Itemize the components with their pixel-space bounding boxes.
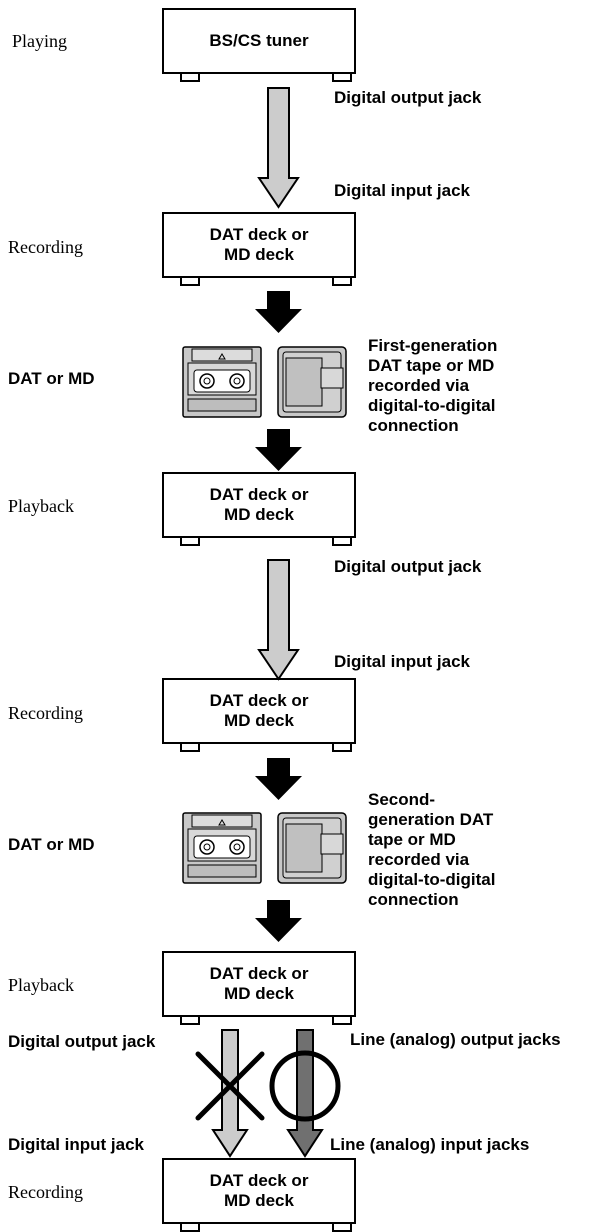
device-name-line2: MD deck	[224, 711, 294, 730]
jack-label-line-input: Line (analog) input jacks	[330, 1135, 530, 1154]
recording-deck-2: DAT deck or MD deck	[162, 678, 356, 744]
deck-foot	[180, 1224, 200, 1232]
deck-foot	[180, 744, 200, 752]
device-name-line2: MD deck	[224, 1191, 294, 1210]
note-line: generation DAT	[368, 810, 494, 829]
media-note-1: First-generation DAT tape or MD recorded…	[368, 336, 497, 436]
digital-arrow-2	[257, 559, 300, 681]
media-note-2: Second- generation DAT tape or MD record…	[368, 790, 495, 910]
deck-foot	[332, 74, 352, 82]
jack-label-digital-input-3: Digital input jack	[8, 1135, 145, 1154]
note-line: First-generation	[368, 336, 498, 355]
recording-deck-3: DAT deck or MD deck	[162, 1158, 356, 1224]
solid-arrow-down	[255, 900, 302, 942]
stage-label-recording-1: Recording	[8, 237, 83, 257]
device-name-line2: MD deck	[224, 505, 294, 524]
jack-label-digital-output-2: Digital output jack	[334, 557, 482, 576]
jack-label-digital-output-1: Digital output jack	[334, 88, 482, 107]
stage-label-playing: Playing	[12, 31, 68, 51]
device-name-line1: DAT deck or	[209, 225, 309, 244]
dat-cassette-icon	[182, 346, 262, 418]
solid-arrow-down	[255, 291, 302, 333]
device-name-line1: DAT deck or	[209, 485, 309, 504]
device-name-line1: DAT deck or	[209, 691, 309, 710]
note-line: recorded via	[368, 850, 470, 869]
note-line: connection	[368, 416, 459, 435]
deck-foot	[180, 538, 200, 546]
recording-deck-1: DAT deck or MD deck	[162, 212, 356, 278]
device-name-line2: MD deck	[224, 245, 294, 264]
device-name-line1: DAT deck or	[209, 1171, 309, 1190]
media-label-1: DAT or MD	[8, 369, 95, 388]
deck-foot	[180, 74, 200, 82]
deck-foot	[332, 1224, 352, 1232]
device-name: BS/CS tuner	[209, 31, 309, 50]
cross-mark-icon	[195, 1051, 265, 1121]
note-line: Second-	[368, 790, 436, 809]
deck-foot	[332, 278, 352, 286]
stage-label-recording-2: Recording	[8, 703, 83, 723]
note-line: digital-to-digital	[368, 396, 496, 415]
note-line: recorded via	[368, 376, 470, 395]
note-line: DAT tape or MD	[368, 356, 495, 375]
solid-arrow-down	[255, 758, 302, 800]
circle-ok-icon	[269, 1050, 341, 1122]
deck-foot	[332, 538, 352, 546]
dat-cassette-icon	[182, 812, 262, 884]
playback-deck-2: DAT deck or MD deck	[162, 951, 356, 1017]
solid-arrow-down	[255, 429, 302, 471]
media-label-2: DAT or MD	[8, 835, 95, 854]
jack-label-line-output: Line (analog) output jacks	[350, 1030, 561, 1049]
stage-label-playback-2: Playback	[8, 975, 74, 995]
deck-foot	[180, 278, 200, 286]
analog-arrow	[286, 1029, 324, 1158]
note-line: digital-to-digital	[368, 870, 496, 889]
digital-arrow-1	[257, 87, 300, 209]
digital-arrow-3	[211, 1029, 249, 1158]
stage-label-recording-3: Recording	[8, 1182, 83, 1202]
jack-label-digital-input-2: Digital input jack	[334, 652, 471, 671]
md-disc-icon	[277, 812, 347, 884]
note-line: connection	[368, 890, 459, 909]
deck-foot	[180, 1017, 200, 1025]
jack-label-digital-output-3: Digital output jack	[8, 1032, 156, 1051]
note-line: tape or MD	[368, 830, 456, 849]
deck-foot	[332, 744, 352, 752]
deck-foot	[332, 1017, 352, 1025]
jack-label-digital-input-1: Digital input jack	[334, 181, 471, 200]
bs-cs-tuner-box: BS/CS tuner	[162, 8, 356, 74]
playback-deck-1: DAT deck or MD deck	[162, 472, 356, 538]
device-name-line2: MD deck	[224, 984, 294, 1003]
device-name-line1: DAT deck or	[209, 964, 309, 983]
md-disc-icon	[277, 346, 347, 418]
stage-label-playback-1: Playback	[8, 496, 74, 516]
